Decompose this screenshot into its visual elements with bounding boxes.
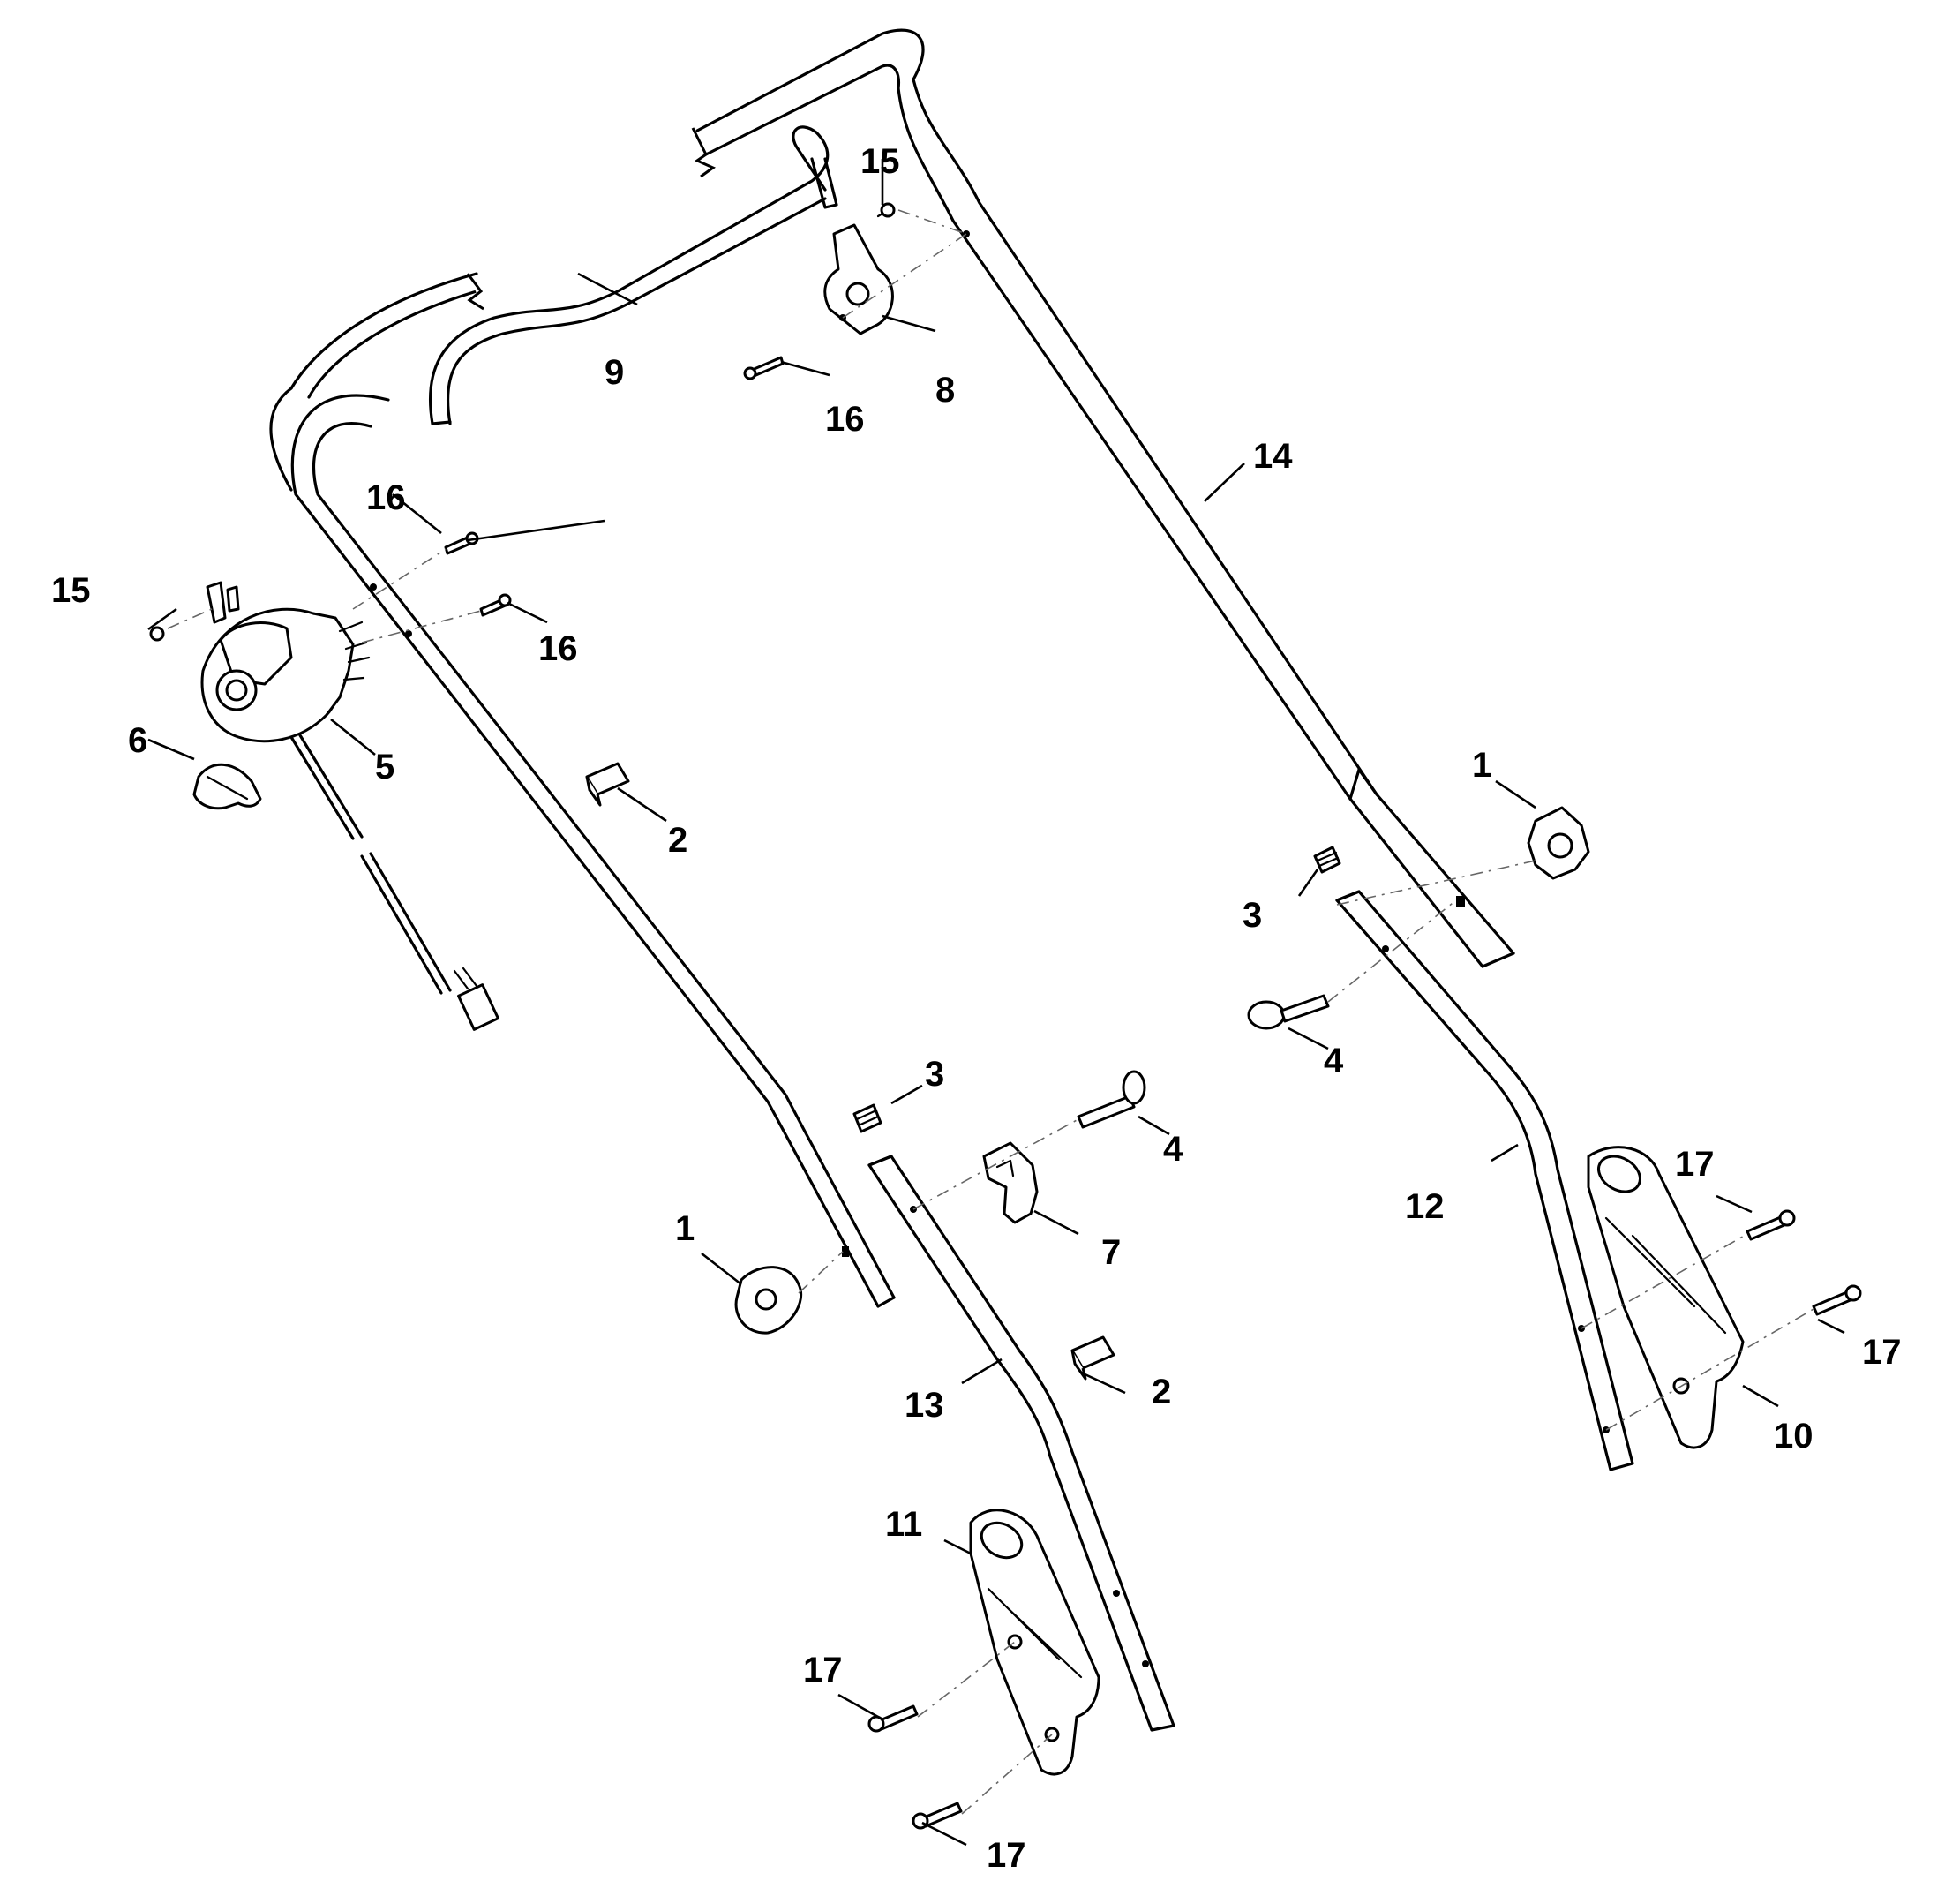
side-cover-part-10	[1587, 1146, 1745, 1449]
screw-part-16-left-b	[479, 593, 512, 617]
bolt-part-4-right	[1247, 994, 1330, 1030]
upper-handle-part-14	[269, 28, 1515, 1308]
callout-17-top-right: 17	[1675, 1145, 1715, 1184]
callout-15-left: 15	[51, 571, 91, 610]
screw-part-17-a	[1746, 1209, 1796, 1241]
callout-labels: 15 9 8 16 14 16 15 16 6 5 1 2 3 4 3 4 17…	[51, 142, 1902, 1875]
clip-part-2-bottom	[1070, 1335, 1115, 1381]
bolt-part-4-center	[1077, 1070, 1146, 1129]
knob-part-1-right	[1527, 806, 1590, 880]
callout-5: 5	[375, 748, 394, 786]
leader-lines	[147, 159, 1845, 1847]
lever-part-7	[982, 1141, 1039, 1224]
tube-break-marks	[466, 127, 717, 311]
callout-16-top: 16	[825, 400, 865, 439]
screw-part-17-d	[912, 1802, 963, 1830]
screw-part-16-top	[743, 356, 785, 380]
callout-2-bottom: 2	[1152, 1373, 1171, 1411]
callout-1-left: 1	[675, 1209, 695, 1248]
callout-8: 8	[935, 371, 955, 410]
callout-13: 13	[905, 1386, 944, 1425]
spring-part-3-center	[852, 1103, 882, 1133]
callout-4-center: 4	[1163, 1130, 1183, 1169]
screw-part-15-left	[149, 626, 165, 642]
screw-part-15-top	[876, 202, 896, 218]
spring-part-3-right	[1313, 846, 1341, 874]
callout-1-right: 1	[1472, 746, 1491, 785]
control-cable-part-9	[428, 125, 838, 425]
callout-3-right: 3	[1243, 896, 1262, 935]
screw-part-17-c	[867, 1704, 919, 1733]
knob-part-1-left	[734, 1266, 803, 1335]
switch-assembly-part-5	[200, 581, 499, 1031]
lower-handle-part-13	[867, 1155, 1175, 1732]
callout-2-top: 2	[668, 821, 687, 860]
callout-4-right: 4	[1324, 1042, 1344, 1080]
callout-16-left: 16	[366, 478, 406, 517]
screw-part-17-b	[1812, 1284, 1862, 1316]
side-cover-part-11	[969, 1509, 1100, 1776]
callout-16-lower: 16	[538, 629, 578, 668]
callout-9: 9	[605, 353, 624, 392]
clip-part-2-top	[585, 762, 630, 807]
callout-12: 12	[1405, 1187, 1445, 1226]
callout-17-bottom: 17	[987, 1836, 1026, 1875]
callout-14: 14	[1253, 437, 1293, 476]
cover-part-6	[192, 763, 262, 810]
callout-3-center: 3	[925, 1055, 944, 1094]
callout-7: 7	[1101, 1233, 1121, 1272]
cable-clip-part-8	[823, 223, 894, 335]
callout-6: 6	[128, 721, 147, 760]
callout-10: 10	[1774, 1417, 1814, 1456]
screw-part-16-left-a	[444, 531, 479, 555]
callout-15-top: 15	[860, 142, 900, 181]
lower-handle-part-12	[1335, 890, 1634, 1471]
assembly-axis-lines	[167, 209, 1814, 1815]
callout-11: 11	[885, 1505, 922, 1544]
callout-17-mid-right: 17	[1862, 1333, 1902, 1372]
callout-17-left: 17	[803, 1651, 843, 1689]
